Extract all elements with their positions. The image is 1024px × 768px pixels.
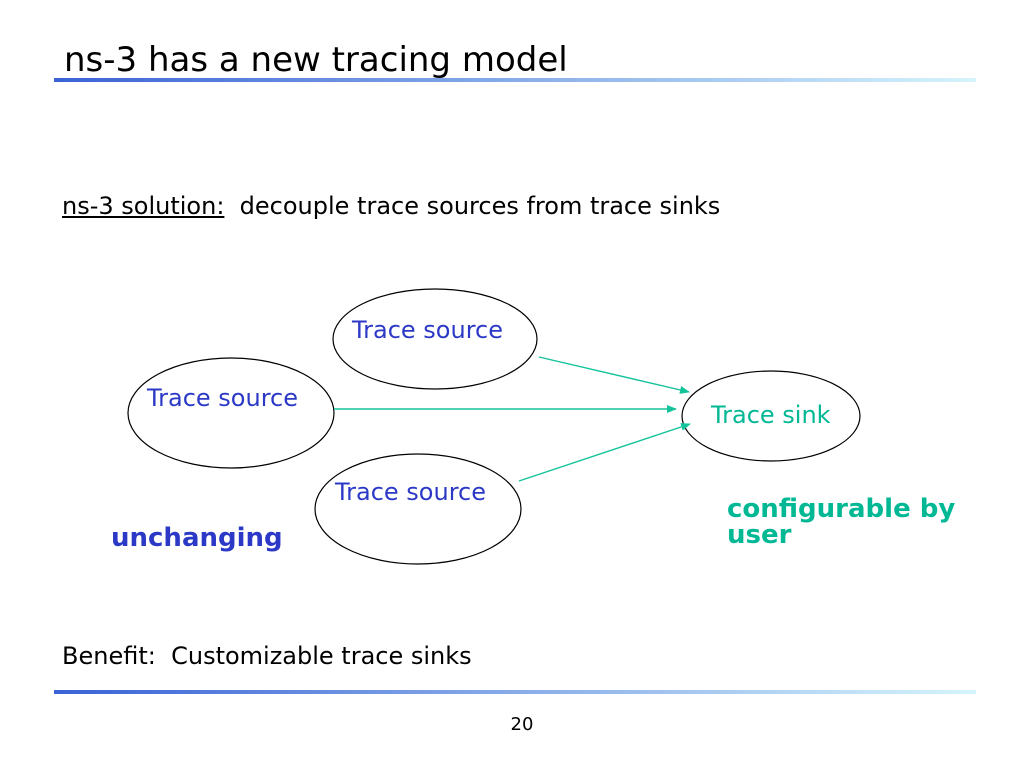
trace-source-top-label: Trace source xyxy=(352,316,503,344)
trace-source-bottom-label: Trace source xyxy=(335,478,486,506)
trace-source-bottom-ellipse xyxy=(314,453,522,565)
solution-line: ns-3 solution: decouple trace sources fr… xyxy=(62,190,720,222)
benefit-label: Benefit: xyxy=(62,642,156,670)
footer-rule xyxy=(54,690,976,694)
page-number: 20 xyxy=(510,714,534,735)
arrow-bottom-to-sink xyxy=(518,423,691,482)
benefit-line: Benefit: Customizable trace sinks xyxy=(62,640,472,672)
trace-source-left-ellipse xyxy=(127,357,335,469)
trace-source-top-ellipse xyxy=(332,288,538,390)
solution-label: ns-3 solution: xyxy=(62,192,225,220)
unchanging-note: unchanging xyxy=(111,523,283,553)
configurable-note-line-2: user xyxy=(727,520,792,550)
trace-sink-ellipse xyxy=(681,370,861,462)
arrow-top-to-sink xyxy=(538,356,690,394)
benefit-text: Customizable trace sinks xyxy=(171,642,472,670)
title-underline-rule xyxy=(54,78,976,82)
slide-title: ns-3 has a new tracing model xyxy=(64,40,568,80)
configurable-note: configurable by user xyxy=(727,496,955,548)
trace-sink-label: Trace sink xyxy=(711,401,831,429)
configurable-note-line-1: configurable by xyxy=(727,494,956,524)
solution-text: decouple trace sources from trace sinks xyxy=(239,192,721,220)
trace-source-left-label: Trace source xyxy=(147,384,298,412)
